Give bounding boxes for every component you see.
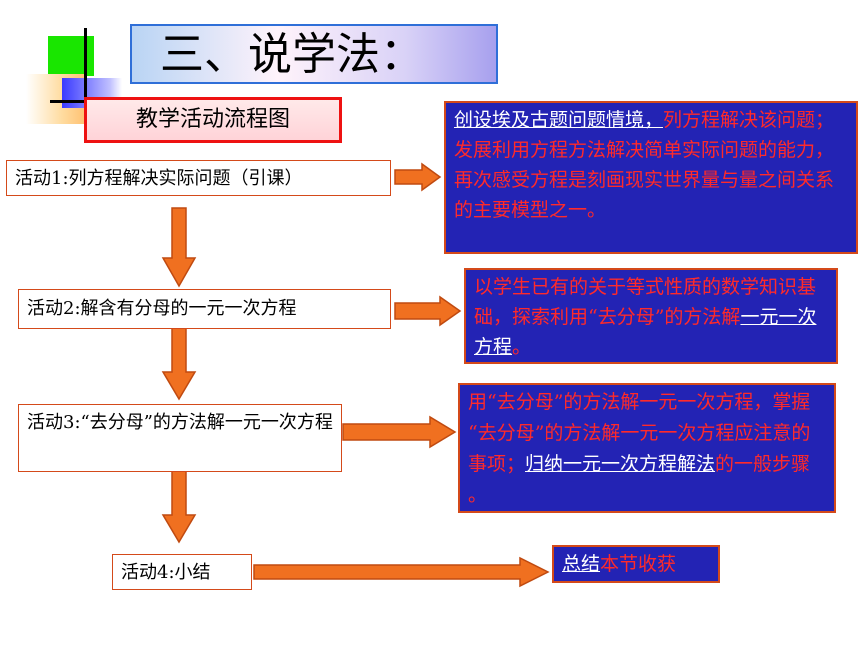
flow-chart-title: 教学活动流程图	[84, 97, 342, 143]
note-activity-1: 创设埃及古题问题情境，列方程解决该问题；发展利用方程方法解决简单实际问题的能力，…	[444, 101, 858, 254]
note-activity-4: 总结本节收获	[552, 545, 720, 583]
note-3-text-a: 用“去分母”的方法解一元一次方程，掌握 “去分母”的方法解一元一次方程应注意的事…	[468, 391, 811, 475]
note-4-text: 本节收获	[600, 553, 677, 575]
activity-4: 活动4:小结	[112, 554, 252, 590]
note-2-text-a: 以学生已有的关于等式性质的数学知识基础，探索利用“去分母”的方法解	[474, 276, 817, 328]
note-activity-2: 以学生已有的关于等式性质的数学知识基础，探索利用“去分母”的方法解一元一次方程。	[464, 268, 838, 364]
activity-3: 活动3:“去分母”的方法解一元一次方程	[18, 404, 342, 472]
arrow-right-4	[253, 556, 550, 588]
arrow-right-3	[342, 415, 457, 449]
arrow-down-3	[161, 470, 197, 544]
arrow-down-2	[161, 327, 197, 401]
activity-2: 活动2:解含有分母的一元一次方程	[18, 289, 391, 329]
note-3-link[interactable]: 归纳一元一次方程解法	[525, 453, 716, 475]
note-3-text-b: 的一般步骤 。	[468, 453, 811, 506]
activity-1: 活动1:列方程解决实际问题（引课）	[6, 160, 391, 196]
note-1-text: 列方程解决该问题；发展利用方程方法解决简单实际问题的能力，再次感受方程是刻画现实…	[454, 109, 835, 221]
arrow-right-2	[394, 295, 462, 327]
decor-line-vertical	[84, 28, 87, 130]
arrow-right-1	[394, 162, 442, 192]
arrow-down-1	[161, 207, 197, 288]
note-2-text-b: 。	[512, 336, 532, 358]
note-2-link[interactable]: 一元一次方程	[474, 306, 817, 358]
note-1-link[interactable]: 创设埃及古题问题情境，	[454, 109, 664, 131]
note-activity-3: 用“去分母”的方法解一元一次方程，掌握 “去分母”的方法解一元一次方程应注意的事…	[458, 383, 836, 513]
slide-title: 三、说学法：	[130, 24, 498, 84]
note-4-link[interactable]: 总结	[562, 553, 601, 575]
